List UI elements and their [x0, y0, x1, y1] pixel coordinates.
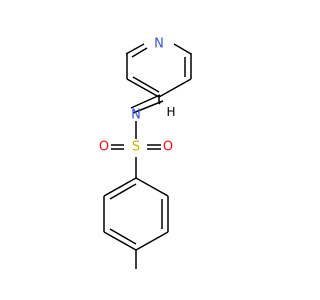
bond: [135, 231, 169, 251]
bond: [158, 78, 192, 98]
bond: [109, 228, 137, 245]
bond: [131, 47, 148, 58]
bond: [109, 183, 137, 200]
bond: [130, 94, 161, 109]
pyridine-ring: [125, 43, 192, 98]
bond: [132, 76, 160, 93]
bond: [103, 231, 137, 251]
oxygen-right-label: O: [163, 140, 173, 155]
bond: [132, 100, 164, 114]
bond: [173, 43, 192, 55]
bond: [125, 43, 145, 55]
pyridine-nitrogen-label: N: [154, 37, 164, 52]
bond: [126, 78, 160, 98]
oxygen-left-label: O: [99, 140, 109, 155]
benzene-ring: [103, 177, 169, 251]
imine-hydrogen-label: H: [166, 105, 175, 119]
bond: [135, 177, 169, 197]
background: [0, 0, 300, 300]
imine-nitrogen-label: N: [131, 108, 141, 123]
sulfur-label: S: [132, 140, 140, 155]
molecule-structure: N N H S O O: [0, 0, 300, 300]
bond: [103, 177, 137, 197]
